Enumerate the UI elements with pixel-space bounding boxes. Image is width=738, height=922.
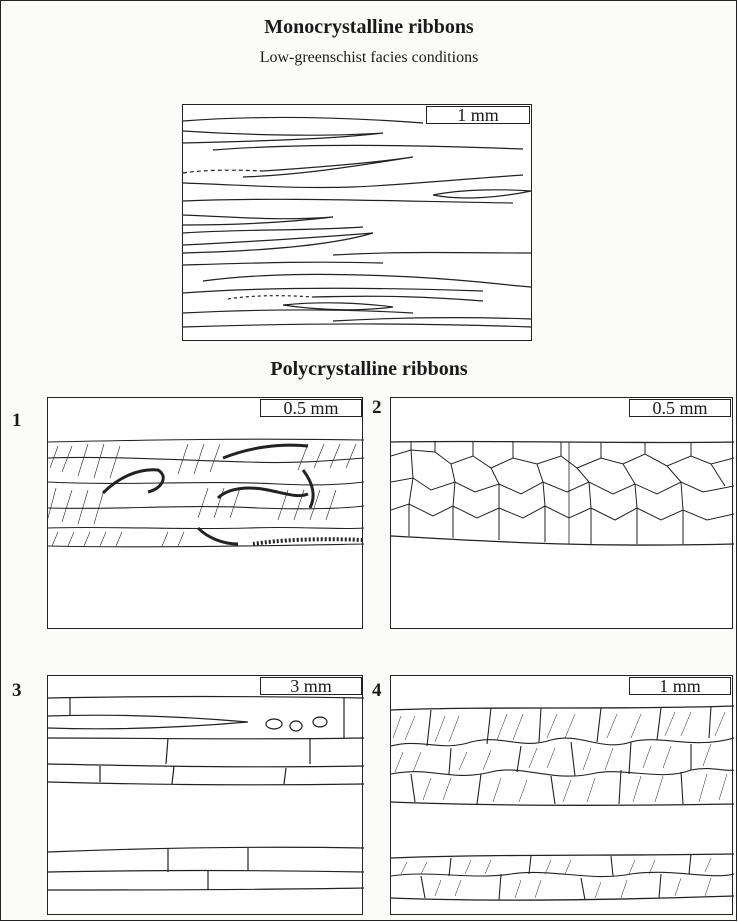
mono-panel: 1 mm [182, 104, 532, 341]
mono-title: Monocrystalline ribbons [0, 16, 738, 39]
panel-3-scale-bar: 3 mm [260, 677, 362, 695]
panel-3-number: 3 [12, 680, 22, 702]
poly-title: Polycrystalline ribbons [0, 358, 738, 381]
mono-subtitle: Low-greenschist facies conditions [0, 49, 738, 67]
panel-2: 0.5 mm [390, 397, 733, 629]
panel-3-drawing [48, 676, 364, 916]
panel-1-number: 1 [12, 410, 22, 432]
panel-1-drawing [48, 398, 364, 630]
panel-1-scale-bar: 0.5 mm [260, 399, 362, 417]
panel-3: 3 mm [47, 675, 363, 915]
panel-2-scale-bar: 0.5 mm [629, 399, 731, 417]
mono-ribbons-drawing [183, 105, 533, 342]
panel-2-number: 2 [372, 397, 382, 419]
mono-scale-bar: 1 mm [426, 106, 530, 124]
panel-4-scale-bar: 1 mm [629, 677, 731, 695]
panel-4-number: 4 [372, 680, 382, 702]
panel-2-drawing [391, 398, 734, 630]
panel-1: 0.5 mm [47, 397, 363, 629]
panel-4: 1 mm [390, 675, 733, 915]
panel-4-drawing [391, 676, 734, 916]
